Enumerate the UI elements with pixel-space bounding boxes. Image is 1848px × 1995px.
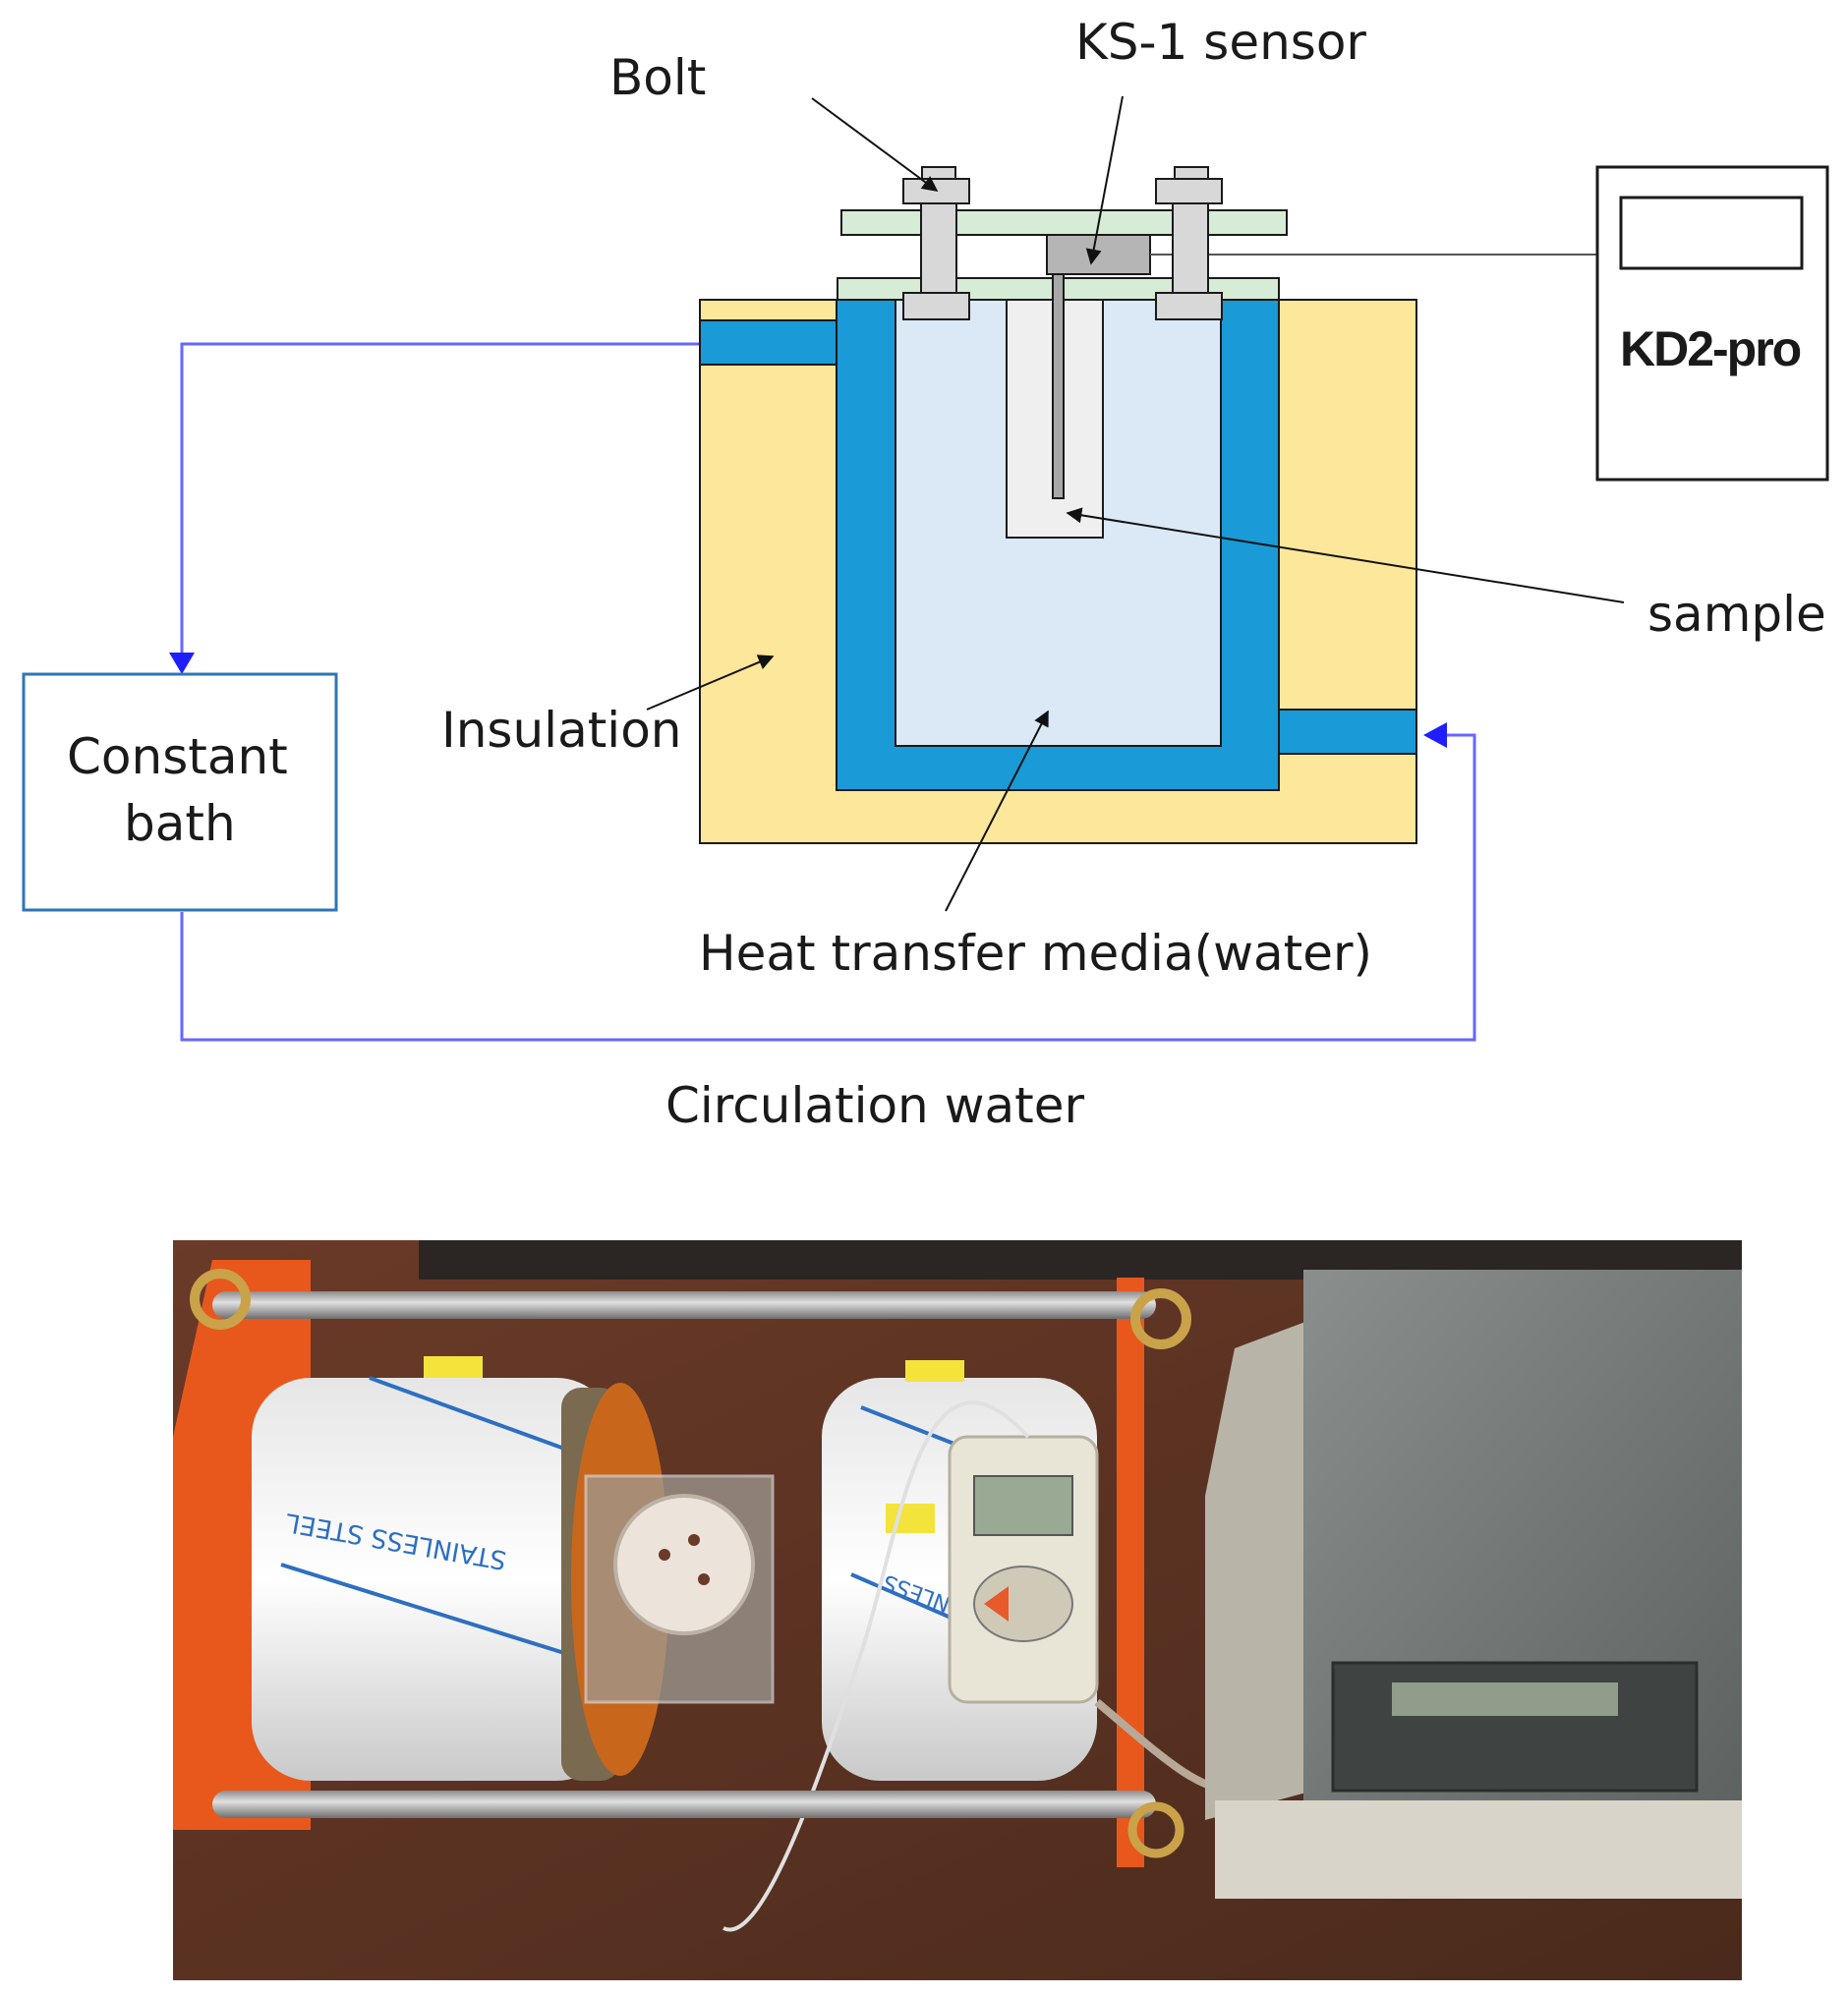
left-drum-stripe-1	[369, 1376, 587, 1458]
circulation-arrow-down	[169, 653, 195, 674]
sensor-cable-photo	[722, 1400, 1030, 1932]
sample-hole-1	[659, 1549, 670, 1561]
kd2-pro-display	[1619, 196, 1804, 270]
eye-bolt-top-right	[1130, 1288, 1191, 1349]
handheld-meter-keypad	[973, 1566, 1073, 1642]
constant-bath-box	[22, 672, 338, 912]
circulation-line-top	[180, 342, 700, 656]
sample-hole-2	[688, 1534, 700, 1546]
circulation-arrow-left	[1423, 722, 1447, 748]
heat-transfer-media-label: Heat transfer media(water)	[699, 925, 1373, 982]
bolt-pointer	[811, 97, 939, 192]
constant-bath-label-line1: Constant	[67, 728, 288, 785]
yellow-tag-right	[905, 1360, 964, 1382]
circulation-loop	[180, 342, 1476, 1042]
controller-side	[1205, 1319, 1313, 1820]
lower-tie-rod	[212, 1791, 1156, 1818]
right-end-plate	[1117, 1278, 1144, 1867]
circulation-line-bottom	[180, 733, 1476, 1042]
kd2-pro-label: KD2-pro	[1620, 321, 1802, 376]
ks1-sensor-body	[1046, 234, 1151, 275]
left-drum	[252, 1378, 615, 1781]
left-drum-stripe-2	[280, 1563, 597, 1665]
ks1-sensor-needle	[1052, 273, 1065, 499]
thermal-conductivity-schematic	[22, 95, 1829, 1042]
upper-plate	[840, 209, 1288, 236]
sample-label: sample	[1647, 586, 1826, 643]
center-sample-disc	[613, 1494, 755, 1635]
handheld-meter-screen	[973, 1475, 1073, 1536]
controller-base	[1215, 1800, 1742, 1899]
water-inlet-channel	[699, 319, 838, 366]
circulation-water-label: Circulation water	[665, 1077, 1085, 1134]
ks1-sensor-pointer	[1085, 95, 1124, 265]
right-bolt	[1155, 166, 1223, 320]
insulation-label: Insulation	[441, 702, 682, 759]
eye-bolt-top-left	[190, 1269, 251, 1330]
handheld-meter-button	[984, 1586, 1009, 1622]
bolt-label: Bolt	[609, 49, 707, 106]
upper-tie-rod	[212, 1291, 1156, 1319]
sample-hole-3	[698, 1573, 710, 1585]
controller-panel	[1331, 1661, 1699, 1793]
media-pointer	[945, 710, 1049, 912]
sample-pointer	[1066, 507, 1625, 603]
eye-bolt-bottom-right	[1127, 1801, 1184, 1858]
water-outlet-channel	[1277, 709, 1417, 755]
yellow-tag-left	[424, 1356, 483, 1378]
yellow-tag-drum	[886, 1504, 935, 1533]
controller-display	[1392, 1682, 1618, 1716]
apparatus-photo: STAINLESS STEEL STAINLESS	[173, 1240, 1742, 1980]
constant-bath-label-line2: bath	[124, 795, 236, 852]
insulation-pointer	[646, 655, 775, 711]
ks1-sensor-label: KS-1 sensor	[1075, 14, 1366, 71]
